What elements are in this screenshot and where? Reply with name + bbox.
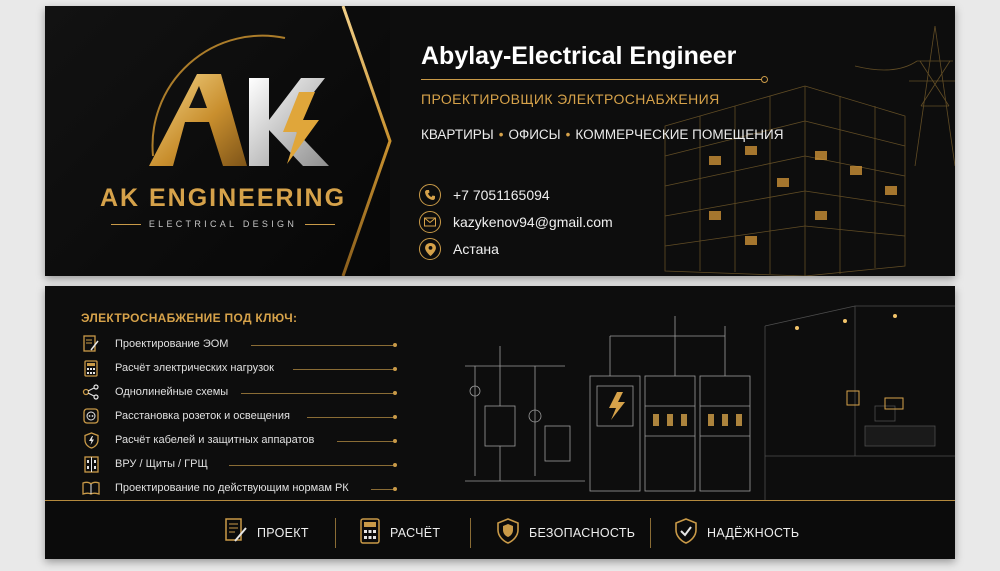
panel-icon <box>79 453 103 475</box>
feature-safety: БЕЗОПАСНОСТЬ <box>497 517 636 549</box>
feature-separator <box>335 518 336 548</box>
feature-calculation: РАСЧЁТ <box>360 517 441 549</box>
leader-line <box>293 369 393 370</box>
tagline-line-right <box>305 223 336 225</box>
calculator-icon <box>79 357 103 379</box>
contact-phone[interactable]: +7 7051165094 <box>419 184 550 206</box>
leader-dot <box>393 415 397 419</box>
feature-bar <box>45 501 955 559</box>
title-rule-dot <box>761 76 768 83</box>
feature-separator <box>470 518 471 548</box>
contact-location: Астана <box>419 238 499 260</box>
service-apartments: КВАРТИРЫ <box>421 127 494 142</box>
title-rule <box>421 79 764 80</box>
location-pin-icon <box>419 238 441 260</box>
leader-line <box>251 345 393 346</box>
calculator-icon <box>360 517 380 549</box>
service-item: Расчёт электрических нагрузок <box>79 357 274 379</box>
shield-bolt-icon <box>79 429 103 451</box>
feature-project: ПРОЕКТ <box>225 517 309 549</box>
leader-line <box>307 417 393 418</box>
feature-label: РАСЧЁТ <box>390 526 441 540</box>
leader-line <box>371 489 393 490</box>
email-address: kazykenov94@gmail.com <box>453 214 613 230</box>
job-subtitle: ПРОЕКТИРОВЩИК ЭЛЕКТРОСНАБЖЕНИЯ <box>421 91 720 107</box>
phone-icon <box>419 184 441 206</box>
card-title: Abylay-Electrical Engineer <box>421 42 737 70</box>
feature-separator <box>650 518 651 548</box>
leader-dot <box>393 463 397 467</box>
service-label: ВРУ / Щиты / ГРЩ <box>115 458 208 470</box>
business-card-front: AK ENGINEERING ELECTRICAL DESIGN <box>45 6 955 276</box>
leader-dot <box>393 487 397 491</box>
gold-chevron-divider <box>151 6 392 276</box>
socket-icon <box>79 405 103 427</box>
leader-dot <box>393 439 397 443</box>
brand-tagline-wrap: ELECTRICAL DESIGN <box>93 219 353 229</box>
service-commercial: КОММЕРЧЕСКИЕ ПОМЕЩЕНИЯ <box>575 127 784 142</box>
contact-email[interactable]: kazykenov94@gmail.com <box>419 211 613 233</box>
leader-line <box>241 393 393 394</box>
tagline-line-left <box>110 223 141 225</box>
separator-dot: • <box>565 127 571 142</box>
business-card-back: ЭЛЕКТРОСНАБЖЕНИЕ ПОД КЛЮЧ: Проектировани… <box>45 286 955 559</box>
service-item: Расчёт кабелей и защитных аппаратов <box>79 429 314 451</box>
brand-tagline: ELECTRICAL DESIGN <box>148 219 298 229</box>
shield-check-icon <box>675 517 697 549</box>
feature-label: ПРОЕКТ <box>257 526 309 540</box>
phone-number: +7 7051165094 <box>453 187 550 203</box>
feature-reliability: НАДЁЖНОСТЬ <box>675 517 800 549</box>
document-pencil-icon <box>79 333 103 355</box>
leader-dot <box>393 343 397 347</box>
building-wireframe-illustration <box>664 25 955 276</box>
shield-icon <box>497 517 519 549</box>
ak-monogram-logo <box>149 74 329 166</box>
separator-dot: • <box>498 127 504 142</box>
service-label: Расчёт электрических нагрузок <box>115 362 274 374</box>
leader-line <box>229 465 393 466</box>
book-icon <box>79 477 103 499</box>
service-label: Расстановка розеток и освещения <box>115 410 290 422</box>
leader-line <box>337 441 393 442</box>
service-label: Проектирование ЭОМ <box>115 338 229 350</box>
service-item: Проектирование ЭОМ <box>79 333 228 355</box>
feature-label: НАДЁЖНОСТЬ <box>707 526 800 540</box>
switchboard-schematic-illustration <box>465 305 955 501</box>
service-item: Однолинейные схемы <box>79 381 228 403</box>
service-offices: ОФИСЫ <box>508 127 561 142</box>
service-item: Проектирование по действующим нормам РК <box>79 477 349 499</box>
document-pencil-icon <box>225 517 247 549</box>
services-line: КВАРТИРЫ • ОФИСЫ • КОММЕРЧЕСКИЕ ПОМЕЩЕНИЯ <box>421 127 783 142</box>
service-item: ВРУ / Щиты / ГРЩ <box>79 453 208 475</box>
brand-name: AK ENGINEERING <box>99 184 347 212</box>
schematic-icon <box>79 381 103 403</box>
service-label: Проектирование по действующим нормам РК <box>115 482 349 494</box>
service-item: Расстановка розеток и освещения <box>79 405 290 427</box>
service-label: Расчёт кабелей и защитных аппаратов <box>115 434 315 446</box>
mail-icon <box>419 211 441 233</box>
section-title: ЭЛЕКТРОСНАБЖЕНИЕ ПОД КЛЮЧ: <box>81 311 298 325</box>
city: Астана <box>453 241 499 257</box>
service-label: Однолинейные схемы <box>115 386 229 398</box>
leader-dot <box>393 391 397 395</box>
leader-dot <box>393 367 397 371</box>
feature-label: БЕЗОПАСНОСТЬ <box>529 526 636 540</box>
bottom-gold-rule <box>45 500 955 501</box>
